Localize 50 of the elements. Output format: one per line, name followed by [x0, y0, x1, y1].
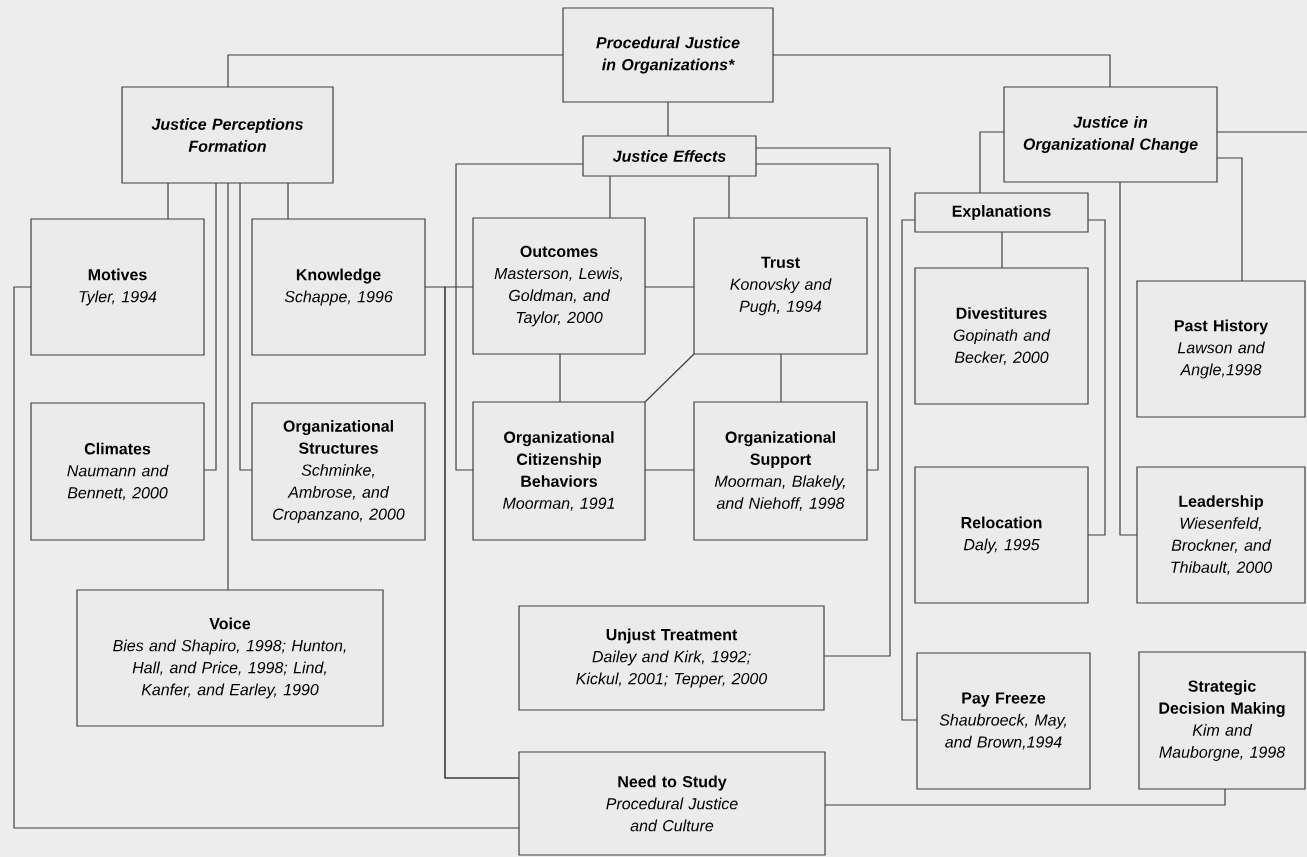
connector-line — [1087, 219, 1106, 536]
connector-line — [755, 163, 879, 471]
concept-box: Organizational Support Moorman, Blakely, and Niehoff, 1998 — [693, 401, 868, 541]
connector-line — [1216, 157, 1243, 282]
connector-line — [1001, 231, 1003, 269]
connector-line — [287, 182, 289, 220]
topic-box: Justice in Organizational Change — [1003, 86, 1218, 183]
connector-line — [901, 219, 918, 721]
connector-line — [444, 286, 520, 779]
connector-line — [227, 54, 564, 88]
connector-line — [559, 353, 561, 403]
concept-box: Need to Study Procedural Justice and Culture — [518, 751, 826, 856]
topic-box: Procedural Justice in Organizations* — [562, 7, 774, 103]
connector-line — [644, 469, 695, 471]
connector-line — [728, 175, 730, 219]
connector-line — [1216, 131, 1307, 133]
connector-line — [667, 101, 669, 137]
concept-box: Past History Lawson and Angle,1998 — [1136, 280, 1306, 418]
connector-line — [455, 163, 584, 471]
connector-line — [167, 182, 169, 220]
concept-box: Unjust Treatment Dailey and Kirk, 1992; Kickul, 2001; Tepper, 2000 — [518, 605, 825, 711]
connector-line — [239, 182, 253, 471]
concept-box: Trust Konovsky and Pugh, 1994 — [693, 217, 868, 355]
connector-line — [644, 353, 695, 403]
connector-line — [644, 286, 695, 288]
concept-box: Motives Tyler, 1994 — [30, 218, 205, 356]
connector-line — [979, 131, 1005, 194]
concept-box: Divestitures Gopinath and Becker, 2000 — [914, 267, 1089, 405]
connector-line — [609, 175, 611, 219]
concept-box: Climates Naumann and Bennett, 2000 — [30, 402, 205, 541]
connector-line — [772, 54, 1111, 88]
topic-box: Justice Effects — [582, 135, 757, 177]
concept-box: Organizational Citizenship Behaviors Moorman, 1991 — [472, 401, 646, 541]
concept-box: Outcomes Masterson, Lewis, Goldman, and Taylor, 2000 — [472, 217, 646, 355]
concept-box: Organizational Structures Schminke, Ambrose, and Cropanzano, 2000 — [251, 402, 426, 541]
connector-line — [780, 353, 782, 403]
concept-box: Leadership Wiesenfeld, Brockner, and Thibault, 2000 — [1136, 466, 1306, 604]
concept-box: Pay Freeze Shaubroeck, May, and Brown,1994 — [916, 652, 1091, 790]
concept-box: Explanations — [914, 192, 1089, 233]
connector-line — [227, 182, 229, 591]
concept-box: Relocation Daly, 1995 — [914, 466, 1089, 604]
concept-box: Knowledge Schappe, 1996 — [251, 218, 426, 356]
topic-box: Justice Perceptions Formation — [121, 86, 334, 184]
connector-line — [755, 147, 891, 657]
connector-line — [203, 182, 217, 471]
concept-box: Voice Bies and Shapiro, 1998; Hunton, Hall, and Price, 1998; Lind, Kanfer, and Earley, 1990 — [76, 589, 384, 727]
connector-line — [824, 788, 1226, 806]
connector-line — [1119, 181, 1138, 536]
connector-line — [13, 286, 520, 829]
concept-box: Strategic Decision Making Kim and Mauborgne, 1998 — [1138, 651, 1306, 790]
